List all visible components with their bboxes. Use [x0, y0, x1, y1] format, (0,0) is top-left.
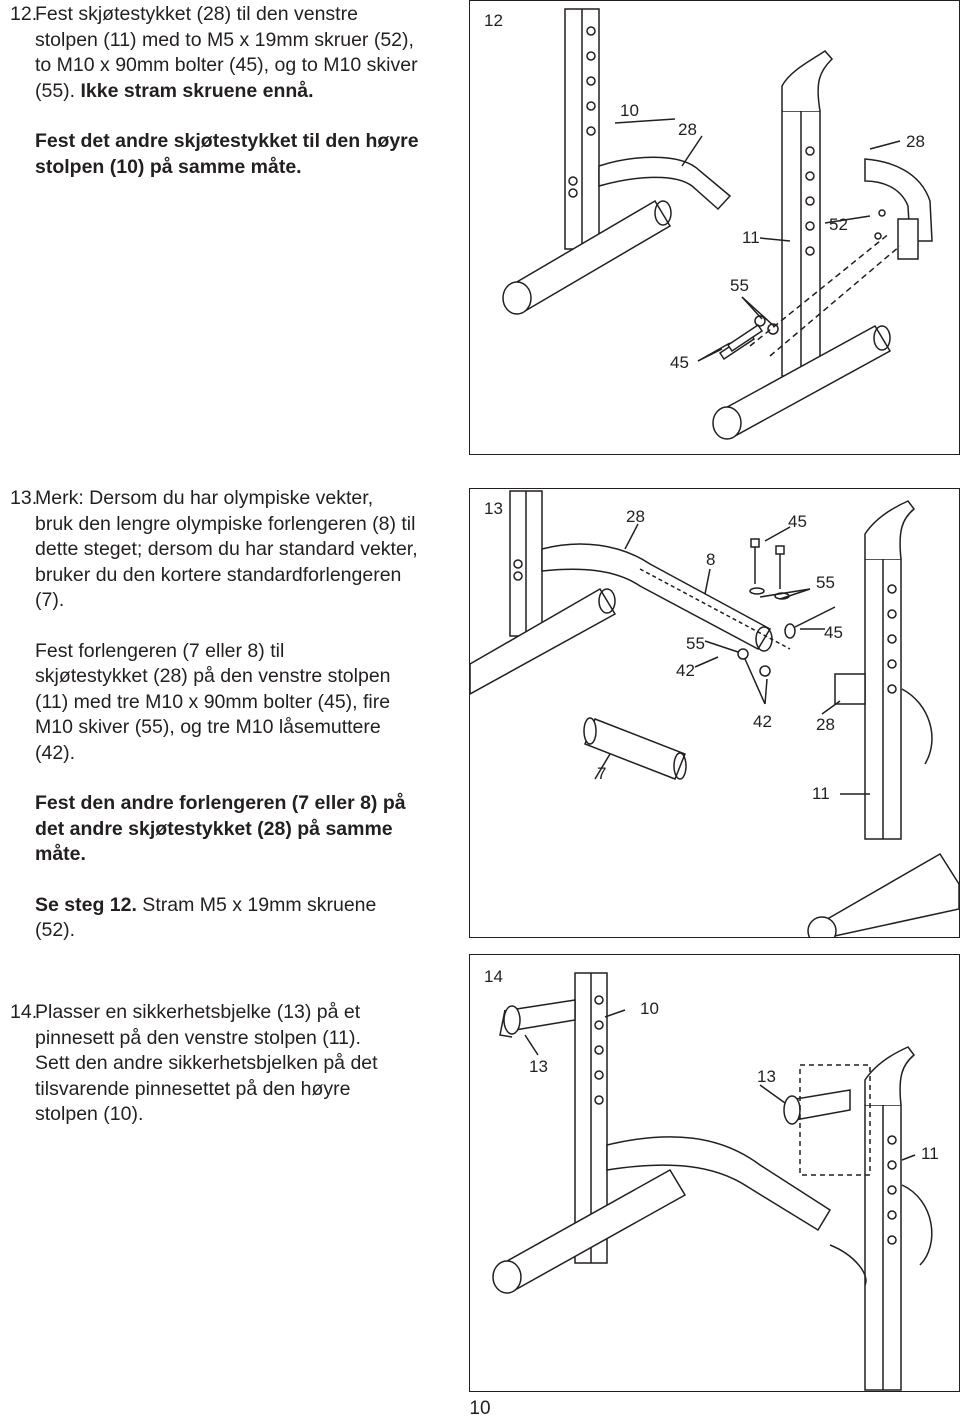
figure-12-step-number: 12	[484, 11, 503, 30]
figure-13-panel: 13 28 45 8 55 45 55 42 42 28 7 11	[469, 488, 960, 938]
step-13-body-line: Fest forlengeren (7 eller 8) til	[35, 639, 285, 662]
step-13-number: 13.	[10, 487, 38, 509]
step-13-note-line: dette steget; dersom du har standard vek…	[35, 538, 418, 560]
step-14-line: stolpen (10).	[35, 1103, 144, 1125]
step-14-line: pinnesett på den venstre stolpen (11).	[35, 1026, 361, 1049]
part-label-52: 52	[829, 215, 848, 234]
figure-12-illustration	[502, 8, 933, 440]
step-13-note-line: Merk: Dersom du har olympiske vekter,	[35, 487, 374, 509]
step-13-text: Merk: Dersom du har olympiske vekter, br…	[35, 486, 418, 944]
part-label-28: 28	[626, 507, 645, 526]
step-13-see-rest: Stram M5 x 19mm skruene	[136, 893, 377, 916]
step-13-body-line: M10 skiver (55), og tre M10 låsemuttere	[35, 716, 381, 738]
step-13-see-ref: Se steg 12.	[35, 893, 137, 916]
step-13-note-line: bruk den lengre olympiske forlengeren (8…	[35, 512, 416, 535]
part-label-7: 7	[597, 764, 607, 783]
part-label-42: 42	[676, 661, 695, 680]
part-label-11: 11	[921, 1144, 939, 1163]
step-13-note-line: bruker du den kortere standardforlengere…	[35, 563, 402, 586]
step-13-body-line: (11) med tre M10 x 90mm bolter (45), fir…	[35, 690, 391, 713]
step-12-line: Fest skjøtestykket (28) til den venstre	[35, 3, 358, 25]
step-13-bold-line: Fest den andre forlengeren (7 eller 8) p…	[35, 792, 406, 814]
figure-14-step-number: 14	[484, 967, 503, 986]
page-number: 10	[469, 1398, 491, 1419]
part-label-10: 10	[620, 101, 639, 120]
step-13-bold-line: måte.	[35, 843, 86, 865]
part-label-13-right: 13	[757, 1067, 776, 1086]
part-label-55: 55	[816, 573, 835, 592]
step-14-line: tilsvarende pinnesettet på den høyre	[35, 1077, 351, 1100]
part-label-11: 11	[812, 784, 830, 803]
part-label-42-right: 42	[753, 712, 772, 731]
step-13-see-line: Se steg 12. Stram M5 x 19mm skruene	[35, 893, 418, 919]
part-label-45: 45	[788, 512, 807, 531]
part-label-28-right: 28	[906, 132, 925, 151]
part-label-11: 11	[742, 228, 760, 247]
part-label-55: 55	[730, 276, 749, 295]
step-12-warning: Ikke stram skruene ennå.	[80, 79, 314, 102]
figure-12-panel: 12 10 28 28 11 52 55 45	[469, 0, 960, 455]
part-label-45-diag: 45	[824, 623, 843, 642]
step-12-line: stolpen (11) med to M5 x 19mm skruer (52…	[35, 28, 414, 51]
part-label-55-left: 55	[686, 634, 705, 653]
step-14-number: 14.	[10, 1001, 38, 1023]
step-13-bold-line: det andre skjøtestykket (28) på samme	[35, 817, 393, 840]
step-12-number: 12.	[10, 3, 38, 25]
step-12-text: Fest skjøtestykket (28) til den venstre …	[35, 2, 419, 180]
step-14-line: Sett den andre sikkerhetsbjelken på det	[35, 1052, 378, 1074]
part-label-13-left: 13	[529, 1057, 548, 1076]
step-12-line: (55). Ikke stram skruene ennå.	[35, 79, 419, 105]
step-13-body-line: skjøtestykket (28) på den venstre stolpe…	[35, 665, 391, 687]
part-label-45: 45	[670, 353, 689, 372]
step-13-body-line: (42).	[35, 741, 76, 764]
figure-13-step-number: 13	[484, 499, 503, 518]
figure-13-illustration	[470, 490, 959, 937]
part-label-8: 8	[706, 550, 716, 569]
step-14-line: Plasser en sikkerhetsbjelke (13) på et	[35, 1001, 361, 1023]
figure-14-illustration	[492, 972, 933, 1391]
step-13-note-line: (7).	[35, 589, 65, 611]
step-12-line4: (55).	[35, 79, 81, 102]
part-label-28-right: 28	[816, 715, 835, 734]
part-label-10: 10	[640, 999, 659, 1018]
step-12-line: to M10 x 90mm bolter (45), og to M10 ski…	[35, 54, 418, 76]
step-12-bold-line: Fest det andre skjøtestykket til den høy…	[35, 130, 419, 152]
step-12-bold-line: stolpen (10) på samme måte.	[35, 155, 302, 178]
step-13-see-line2: (52).	[35, 919, 76, 941]
figure-14-panel: 14 10 13 13 11	[469, 954, 960, 1392]
step-14-text: Plasser en sikkerhetsbjelke (13) på et p…	[35, 1000, 378, 1128]
part-label-28: 28	[678, 120, 697, 139]
